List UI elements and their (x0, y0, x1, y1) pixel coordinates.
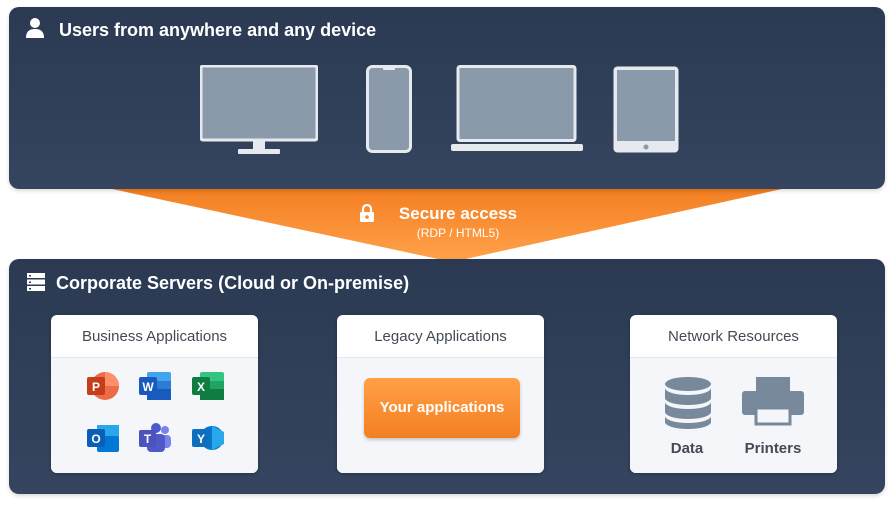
card-title: Network Resources (630, 315, 837, 358)
outlook-icon[interactable]: O (85, 422, 121, 454)
smartphone-icon (366, 65, 412, 153)
svg-text:P: P (92, 380, 100, 394)
excel-icon[interactable]: X (190, 370, 226, 402)
svg-text:T: T (144, 432, 152, 446)
svg-text:X: X (197, 380, 205, 394)
card-title: Legacy Applications (337, 315, 544, 358)
secure-access-title: Secure access (398, 204, 518, 223)
desktop-monitor-icon (200, 65, 318, 154)
legacy-applications-card: Legacy Applications Your applications (337, 315, 544, 473)
users-panel-title: Users from anywhere and any device (59, 20, 377, 40)
your-applications-button[interactable]: Your applications (364, 378, 520, 438)
powerpoint-icon[interactable]: P (85, 370, 121, 402)
yammer-icon[interactable]: Y (190, 422, 226, 454)
svg-text:W: W (142, 380, 154, 394)
word-icon[interactable]: W (137, 370, 173, 402)
secure-access-subtitle: (RDP / HTML5) (416, 226, 500, 240)
printer-icon (742, 377, 804, 426)
card-title: Business Applications (51, 315, 258, 358)
network-resources-card: Network Resources Data Printers (630, 315, 837, 473)
user-icon (26, 18, 44, 38)
printers-label: Printers (744, 440, 802, 457)
tablet-icon (613, 66, 679, 153)
teams-icon[interactable]: T (137, 422, 173, 454)
svg-text:O: O (91, 432, 100, 446)
lock-icon (360, 204, 374, 222)
business-applications-card: Business Applications P W X (51, 315, 258, 473)
database-icon (665, 377, 711, 429)
svg-text:Y: Y (197, 432, 205, 446)
laptop-icon (451, 65, 583, 151)
server-icon (27, 273, 45, 291)
users-panel: Users from anywhere and any device (9, 7, 885, 189)
data-label: Data (670, 440, 704, 457)
corporate-servers-title: Corporate Servers (Cloud or On-premise) (56, 273, 410, 293)
